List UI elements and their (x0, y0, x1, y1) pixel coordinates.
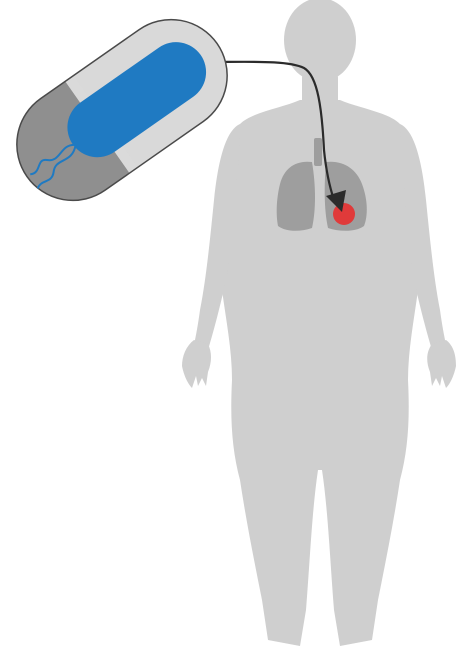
body-hand-right (427, 340, 456, 388)
trachea (314, 138, 322, 166)
body-head (284, 0, 356, 82)
body-torso (218, 100, 422, 646)
heart-target-icon (333, 203, 355, 225)
body-hand-left (182, 340, 211, 388)
capsule-pill-icon (0, 0, 249, 222)
